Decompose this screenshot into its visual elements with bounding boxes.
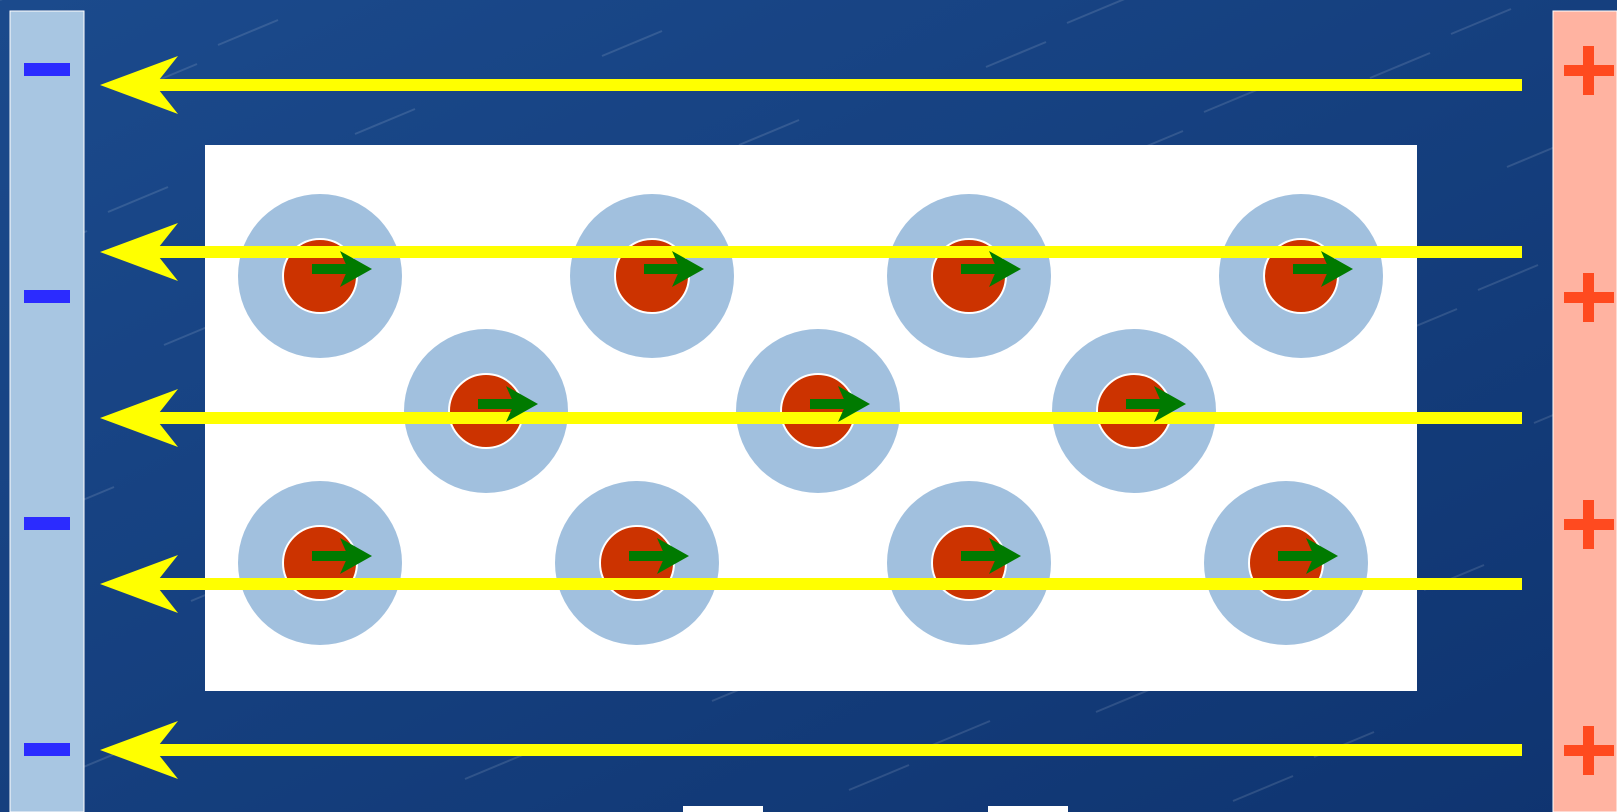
atom [1204,481,1368,645]
minus-sign [24,517,70,530]
minus-sign [24,63,70,76]
atom [1219,194,1383,358]
negative-plate-body [10,11,84,812]
atom [238,481,402,645]
minus-sign [24,743,70,756]
atom [887,481,1051,645]
atom [736,329,900,493]
minus-sign [24,290,70,303]
negative-plate [10,11,84,812]
atom [1052,329,1216,493]
bottom-mark-left [683,806,763,812]
atom [555,481,719,645]
atom [570,194,734,358]
positive-plate-body [1553,11,1617,812]
atom [404,329,568,493]
atom [887,194,1051,358]
bottom-mark-right [988,806,1068,812]
atom [238,194,402,358]
positive-plate [1553,11,1617,812]
